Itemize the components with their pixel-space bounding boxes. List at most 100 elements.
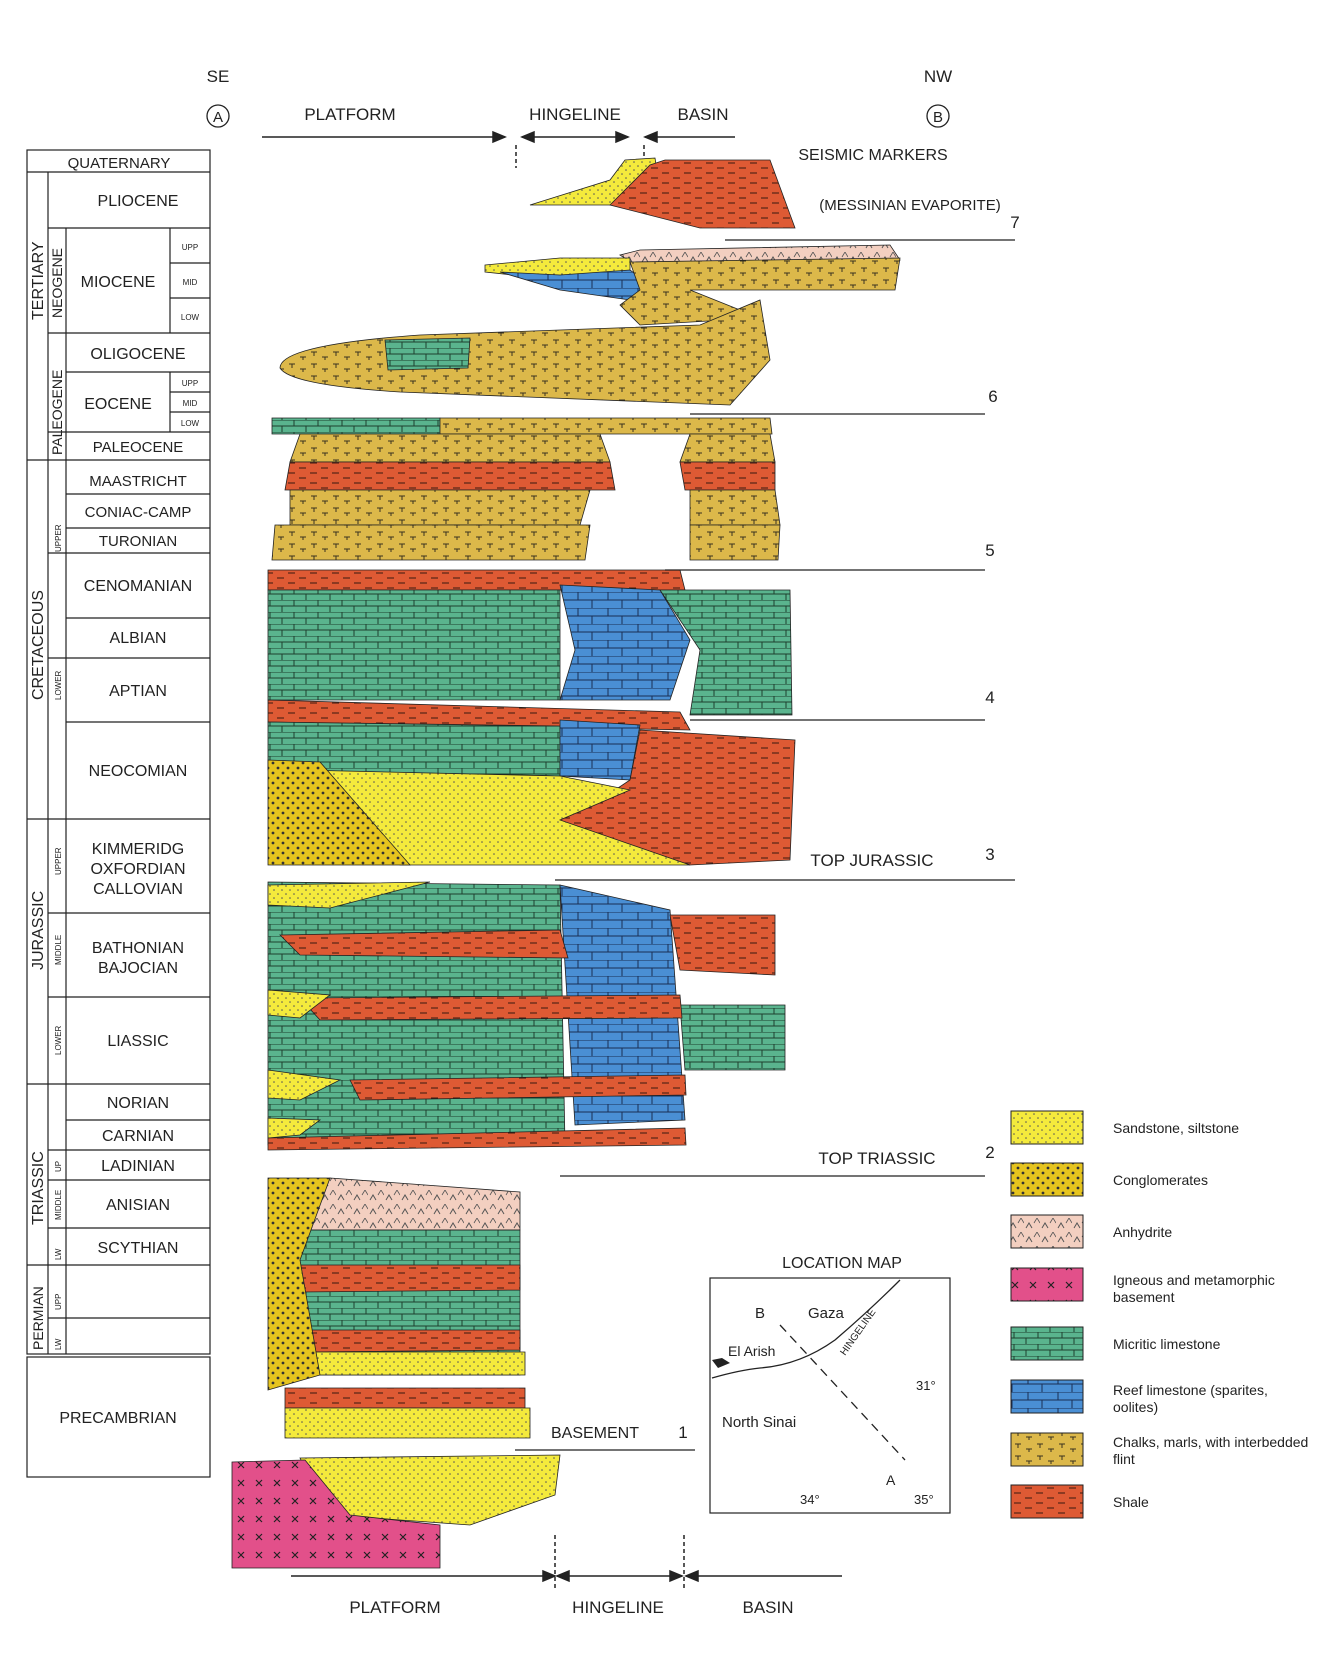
- marker-3-label: TOP JURASSIC: [810, 851, 933, 870]
- eocene-low: LOW: [181, 419, 200, 428]
- stage-maastricht: MAASTRICHT: [89, 473, 187, 490]
- direction-se-label: SE: [207, 67, 230, 86]
- miocene-low: LOW: [181, 313, 200, 322]
- coniac-chalk-left: [272, 525, 590, 560]
- stage-anisian: ANISIAN: [106, 1197, 170, 1214]
- stage-quaternary: QUATERNARY: [68, 155, 171, 172]
- permian-lw: LW: [54, 1338, 63, 1350]
- eocene-upp: UPP: [182, 379, 198, 388]
- stage-carnian: CARNIAN: [102, 1128, 174, 1145]
- stage-oxfordian: OXFORDIAN: [90, 861, 185, 878]
- legend-label-reef-limestone: Reef limestone (sparites, oolites): [1113, 1382, 1313, 1416]
- subsystem-neogene: NEOGENE: [49, 248, 65, 318]
- marker-6-number: 6: [988, 387, 997, 406]
- jurassic-lower: LOWER: [54, 1025, 63, 1055]
- map-place-el-arish: El Arish: [728, 1343, 775, 1359]
- marker-2-number: 2: [985, 1143, 994, 1162]
- legend-item-sandstone: Sandstone, siltstone: [1011, 1111, 1239, 1144]
- stage-pliocene: PLIOCENE: [98, 193, 179, 210]
- permian-upp: UPP: [54, 1294, 63, 1310]
- triassic-up: UP: [54, 1161, 63, 1172]
- stage-paleocene: PALEOCENE: [93, 439, 184, 456]
- marker-4-number: 4: [985, 688, 994, 707]
- marker-3-number: 3: [985, 845, 994, 864]
- direction-nw-label: NW: [924, 67, 952, 86]
- map-place-b: B: [755, 1305, 765, 1322]
- legend-item-igneous: Igneous and metamorphic basement: [1011, 1268, 1328, 1316]
- jurassic-micrite-right: [680, 1005, 785, 1070]
- permian-sand: [285, 1408, 530, 1438]
- oligocene-micrite-patch: [385, 338, 470, 370]
- paleocene-shale-left: [285, 462, 615, 490]
- marker-1-number: 1: [678, 1423, 687, 1442]
- permian-shale: [285, 1388, 525, 1408]
- triassic-lw: LW: [54, 1248, 63, 1260]
- stage-labels: QUATERNARY PLIOCENE MIOCENE OLIGOCENE EO…: [59, 155, 192, 1427]
- legend-item-anhydrite: Anhydrite: [1011, 1215, 1172, 1248]
- eocene-mid: MID: [183, 399, 198, 408]
- cenomanian-micrite-left: [268, 590, 560, 700]
- stage-turonian: TURONIAN: [99, 533, 177, 550]
- triassic-anhydrite: [300, 1178, 520, 1230]
- stage-liassic: LIASSIC: [107, 1033, 168, 1050]
- legend-label-micritic-limestone: Micritic limestone: [1113, 1336, 1221, 1352]
- coniac-chalk-right: [690, 525, 780, 560]
- location-map: LOCATION MAP B Gaza El Arish HINGELINE N…: [710, 1255, 950, 1513]
- cretaceous-lower: LOWER: [54, 670, 63, 700]
- location-map-title: LOCATION MAP: [782, 1255, 902, 1272]
- triassic-shale-2: [310, 1330, 520, 1352]
- stage-neocomian: NEOCOMIAN: [89, 763, 188, 780]
- legend-label-igneous: Igneous and metamorphic basement: [1113, 1272, 1328, 1306]
- jurassic-upper: UPPER: [54, 847, 63, 875]
- stage-eocene: EOCENE: [84, 396, 152, 413]
- map-coord-31: 31°: [916, 1378, 936, 1393]
- jurassic-shale-upper: [670, 915, 775, 975]
- legend-label-sandstone: Sandstone, siltstone: [1113, 1120, 1239, 1136]
- marker-7-number: 7: [1010, 213, 1019, 232]
- legend-item-shale: Shale: [1011, 1485, 1149, 1518]
- legend-label-anhydrite: Anhydrite: [1113, 1224, 1172, 1240]
- marker-5-number: 5: [985, 541, 994, 560]
- header: SE A NW B PLATFORM HINGELINE BASIN SEISM…: [207, 67, 953, 168]
- map-place-gaza: Gaza: [808, 1305, 845, 1322]
- legend-item-micritic-limestone: Micritic limestone: [1011, 1327, 1221, 1360]
- eocene-chalk: [440, 418, 772, 434]
- system-tertiary: TERTIARY: [30, 241, 47, 320]
- stage-ladinian: LADINIAN: [101, 1158, 175, 1175]
- stage-kimmeridg: KIMMERIDG: [92, 841, 184, 858]
- marker-1-label: BASEMENT: [551, 1425, 639, 1442]
- lagoon: [712, 1358, 730, 1368]
- bottom-zone-hingeline: HINGELINE: [572, 1598, 664, 1617]
- stage-aptian: APTIAN: [109, 683, 167, 700]
- paleocene-chalk-left: [290, 434, 610, 462]
- bottom-zone-basin: BASIN: [742, 1598, 793, 1617]
- paleocene-shale-right: [680, 462, 775, 490]
- legend-label-shale: Shale: [1113, 1494, 1149, 1510]
- map-coord-35: 35°: [914, 1492, 934, 1507]
- jurassic-shale-tongue-1: [280, 930, 568, 958]
- marker-b-label: B: [933, 109, 943, 126]
- triassic-middle: MIDDLE: [54, 1190, 63, 1220]
- stage-miocene: MIOCENE: [81, 274, 156, 291]
- marker-2-label: TOP TRIASSIC: [818, 1149, 935, 1168]
- jurassic-middle: MIDDLE: [54, 935, 63, 965]
- stage-coniac-camp: CONIAC-CAMP: [85, 504, 192, 521]
- maastricht-chalk-left: [290, 490, 590, 525]
- system-jurassic: JURASSIC: [30, 891, 47, 970]
- legend-item-reef-limestone: Reef limestone (sparites, oolites): [1011, 1380, 1313, 1426]
- stage-norian: NORIAN: [107, 1095, 169, 1112]
- coastline: [712, 1280, 900, 1378]
- map-place-north-sinai: North Sinai: [722, 1414, 796, 1431]
- stage-scythian: SCYTHIAN: [98, 1240, 179, 1257]
- system-permian: PERMIAN: [30, 1286, 46, 1350]
- miocene-mid: MID: [183, 278, 198, 287]
- legend: Sandstone, siltstone Conglomerates Anhyd…: [1011, 1111, 1328, 1518]
- aptian-reef: [560, 720, 640, 780]
- map-coord-34: 34°: [800, 1492, 820, 1507]
- system-triassic: TRIASSIC: [30, 1151, 47, 1225]
- lithology-bodies: [232, 158, 900, 1568]
- legend-item-chalks-marls: Chalks, marls, with interbedded flint: [1011, 1433, 1313, 1478]
- triassic-shale-1: [300, 1265, 520, 1292]
